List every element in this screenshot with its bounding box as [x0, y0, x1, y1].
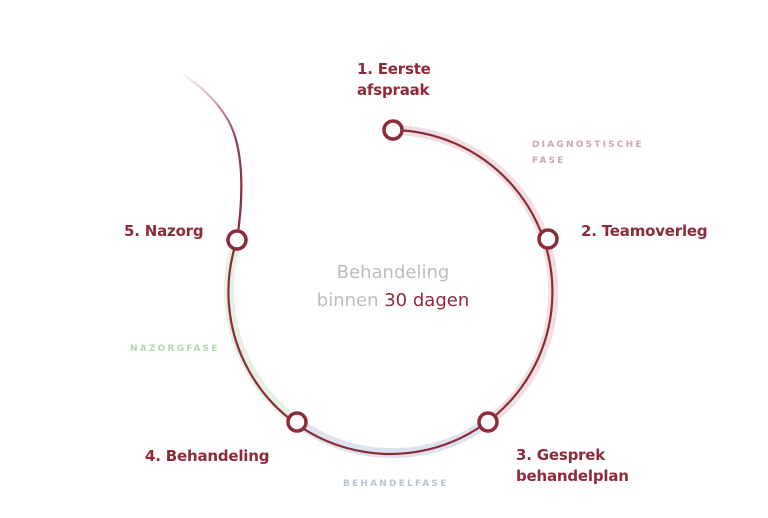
phase-label-aftercare: NAZORGFASE: [130, 341, 220, 357]
center-accent: 30 dagen: [384, 290, 470, 311]
step-4-title: 4. Behandeling: [145, 447, 270, 465]
phase-label-diagnostic: DIAGNOSTISCHE FASE: [532, 137, 644, 169]
step-1-subtitle: afspraak: [357, 81, 430, 99]
step-5-title: 5. Nazorg: [124, 222, 204, 240]
center-line-1: Behandeling: [336, 262, 450, 283]
step-node-2[interactable]: [537, 228, 559, 250]
step-label-1: 1. Eerste afspraak: [357, 59, 431, 101]
aftercare-phase-band: [224, 238, 300, 427]
step-1-title: 1. Eerste: [357, 60, 431, 78]
step-3-subtitle: behandelplan: [516, 467, 629, 485]
step-node-4[interactable]: [286, 411, 308, 433]
phase-diagnostic-line2: FASE: [532, 156, 566, 166]
step-3-title: 3. Gesprek: [516, 446, 606, 464]
step-node-1[interactable]: [382, 119, 404, 141]
center-prefix: binnen: [316, 290, 379, 311]
step-node-5[interactable]: [226, 229, 248, 251]
cycle-tail: [179, 71, 243, 241]
step-label-4: 4. Behandeling: [145, 446, 269, 467]
step-label-2: 2. Teamoverleg: [581, 221, 708, 242]
step-label-3: 3. Gesprek behandelplan: [516, 445, 629, 487]
step-2-title: 2. Teamoverleg: [581, 222, 708, 240]
phase-label-treatment: BEHANDELFASE: [343, 476, 449, 492]
phase-aftercare-line1: NAZORGFASE: [130, 344, 220, 354]
phase-treatment-line1: BEHANDELFASE: [343, 479, 449, 489]
step-node-3[interactable]: [477, 411, 499, 433]
phase-diagnostic-line1: DIAGNOSTISCHE: [532, 140, 644, 150]
center-caption: Behandeling binnen 30 dagen: [293, 259, 493, 315]
center-line-2: binnen 30 dagen: [293, 287, 493, 315]
step-label-5: 5. Nazorg: [124, 221, 204, 242]
